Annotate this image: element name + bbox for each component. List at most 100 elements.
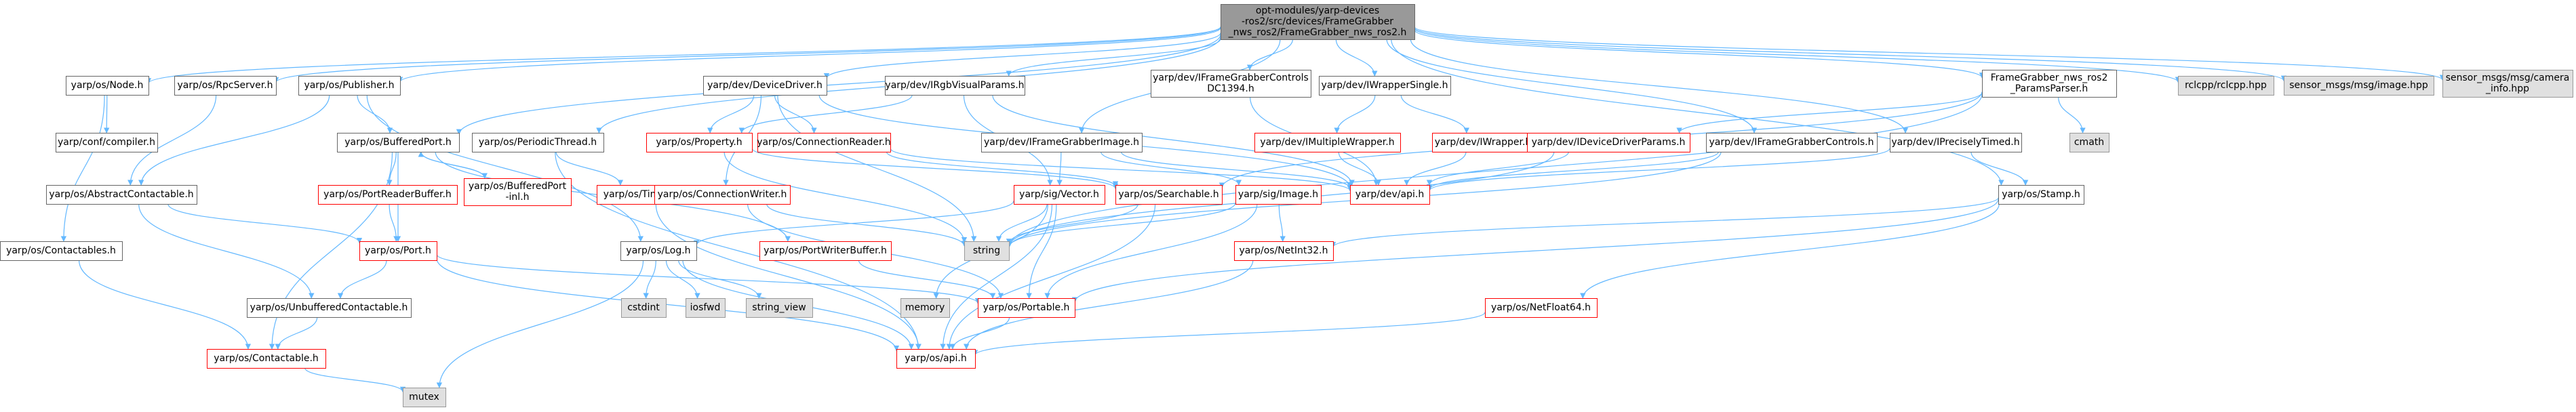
node-label: _nws_ros2/FrameGrabber_nws_ros2.h (1228, 27, 1407, 38)
node-root[interactable]: opt-modules/yarp-devices-ros2/src/device… (1221, 4, 1415, 40)
node-label: yarp/dev/IFrameGrabberControls (1153, 73, 1309, 83)
node-box (620, 241, 697, 261)
node-portreaderbuffer-h[interactable]: yarp/os/PortReaderBuffer.h (318, 185, 458, 205)
node-bufferedport-h[interactable]: yarp/os/BufferedPort.h (337, 133, 460, 152)
node-label: yarp/os/UnbufferedContactable.h (250, 302, 408, 313)
node-label: yarp/os/Node.h (71, 80, 144, 91)
node-portwriterbuffer-h[interactable]: yarp/os/PortWriterBuffer.h (759, 241, 892, 261)
node-log-h[interactable]: yarp/os/Log.h (620, 241, 697, 261)
node-box (746, 298, 813, 318)
node-box (66, 76, 149, 96)
node-image-h[interactable]: yarp/sig/Image.h (1235, 185, 1322, 205)
node-label: yarp/dev/DeviceDriver.h (707, 80, 823, 91)
edge-time-h-to-os-api-h (655, 203, 922, 350)
node-abstractcontactable-h[interactable]: yarp/os/AbstractContactable.h (46, 185, 197, 205)
node-label: sensor_msgs/msg/camera (2446, 73, 2570, 83)
node-box (654, 185, 791, 205)
edge-unbufferedcontactable-h-to-contactable-h (275, 316, 318, 350)
node-bufferedport-inl-h[interactable]: yarp/os/BufferedPort-inl.h (464, 178, 572, 206)
node-box (1432, 133, 1534, 152)
node-devicedriver-h[interactable]: yarp/dev/DeviceDriver.h (703, 76, 827, 96)
node-irgbvisualparams-h[interactable]: yarp/dev/IRgbVisualParams.h (885, 76, 1025, 96)
edge-iframegrabbercontrols-h-to-dev-api-h (1426, 151, 1719, 190)
node-connectionwriter-h[interactable]: yarp/os/ConnectionWriter.h (654, 185, 791, 205)
node-box (174, 76, 277, 96)
node-rclcpp-hpp: rclcpp/rclcpp.hpp (2178, 76, 2274, 96)
node-dev-api-h[interactable]: yarp/dev/api.h (1350, 185, 1430, 205)
node-iwrapper-h[interactable]: yarp/dev/IWrapper.h (1432, 133, 1534, 152)
edge-iframegrabberimage-h-to-vector-h (1056, 151, 1063, 186)
node-periodicthread-h[interactable]: yarp/os/PeriodicThread.h (472, 133, 604, 152)
node-iwrappersingle-h[interactable]: yarp/dev/IWrapperSingle.h (1319, 76, 1451, 96)
node-box (1014, 185, 1105, 205)
edge-root-to-irgbvisualparams-h (1006, 38, 1221, 77)
node-box (1998, 185, 2084, 205)
node-label: FrameGrabber_nws_ros2 (1991, 73, 2108, 83)
node-idevicedriverparams-h[interactable]: yarp/dev/IDeviceDriverParams.h (1527, 133, 1690, 152)
node-iframegrabberimage-h[interactable]: yarp/dev/IFrameGrabberImage.h (981, 133, 1143, 152)
node-netfloat64-h[interactable]: yarp/os/NetFloat64.h (1485, 298, 1598, 318)
node-publisher-h[interactable]: yarp/os/Publisher.h (298, 76, 401, 96)
edge-port-h-to-unbufferedcontactable-h (337, 260, 387, 299)
node-box (978, 298, 1075, 318)
edge-iwrappersingle-h-to-imultiplewrapper-h (1334, 94, 1376, 133)
node-box (247, 298, 412, 318)
edge-paramsparser-h-to-cmath (2058, 96, 2086, 133)
edge-portreaderbuffer-h-to-port-h (389, 203, 399, 242)
node-property-h[interactable]: yarp/os/Property.h (646, 133, 753, 152)
edge-log-h-to-string-view (678, 260, 762, 299)
edge-iframegrabberimage-h-to-dev-api-h (1120, 151, 1353, 189)
edge-root-to-ipreciselytimed-h (1410, 39, 1909, 133)
node-box (1982, 70, 2117, 98)
node-label: yarp/os/PortWriterBuffer.h (764, 245, 887, 256)
node-connectionreader-h[interactable]: yarp/os/ConnectionReader.h (757, 133, 891, 152)
node-os-api-h[interactable]: yarp/os/api.h (896, 349, 976, 369)
node-label: yarp/dev/IDeviceDriverParams.h (1532, 137, 1686, 148)
node-box (759, 241, 892, 261)
node-label: yarp/dev/IFrameGrabberControls.h (1709, 137, 1874, 148)
edge-log-h-to-cstdint (643, 260, 656, 299)
node-sensor-camerainfo-hpp: sensor_msgs/msg/camera_info.hpp (2442, 70, 2573, 98)
node-port-h[interactable]: yarp/os/Port.h (359, 241, 437, 261)
node-paramsparser-h[interactable]: FrameGrabber_nws_ros2_ParamsParser.h (1982, 70, 2117, 98)
node-box (1234, 241, 1334, 261)
node-ipreciselytimed-h[interactable]: yarp/dev/IPreciselyTimed.h (1890, 133, 2022, 152)
node-searchable-h[interactable]: yarp/os/Searchable.h (1115, 185, 1223, 205)
edge-ipreciselytimed-h-to-dev-api-h (1426, 148, 1890, 192)
edge-root-to-stamp-h (1391, 39, 2004, 186)
edge-bufferedport-inl-h-to-bufferedport-h (418, 151, 486, 179)
node-box (621, 298, 667, 318)
node-label: yarp/os/Publisher.h (304, 80, 394, 91)
node-portable-h[interactable]: yarp/os/Portable.h (978, 298, 1075, 318)
edge-searchable-h-to-os-api-h (946, 203, 1156, 350)
node-string-view: string_view (746, 298, 813, 318)
edge-abstractcontactable-h-to-unbufferedcontactable-h (138, 203, 315, 299)
node-label: yarp/os/Contactables.h (6, 245, 116, 256)
node-label: yarp/os/Property.h (656, 137, 742, 148)
edge-stamp-h-to-portable-h (1071, 199, 1999, 303)
node-node-h[interactable]: yarp/os/Node.h (66, 76, 149, 96)
node-stamp-h[interactable]: yarp/os/Stamp.h (1998, 185, 2084, 205)
edge-connectionwriter-h-to-string (766, 203, 968, 247)
node-unbufferedcontactable-h[interactable]: yarp/os/UnbufferedContactable.h (247, 298, 412, 318)
node-rpcserver-h[interactable]: yarp/os/RpcServer.h (174, 76, 277, 96)
node-compiler-h[interactable]: yarp/conf/compiler.h (56, 133, 158, 152)
node-label: yarp/dev/IMultipleWrapper.h (1260, 137, 1394, 148)
edge-devicedriver-h-to-property-h (707, 94, 755, 133)
node-box (1221, 4, 1415, 40)
node-contactables-h[interactable]: yarp/os/Contactables.h (0, 241, 123, 261)
node-box (1254, 133, 1401, 152)
node-netint32-h[interactable]: yarp/os/NetInt32.h (1234, 241, 1334, 261)
node-vector-h[interactable]: yarp/sig/Vector.h (1014, 185, 1105, 205)
node-box (318, 185, 458, 205)
edge-bufferedport-h-to-portreaderbuffer-h (387, 151, 397, 186)
node-imultiplewrapper-h[interactable]: yarp/dev/IMultipleWrapper.h (1254, 133, 1401, 152)
edge-root-to-iwrappersingle-h (1335, 39, 1378, 77)
edge-root-to-rpcserver-h (273, 26, 1221, 83)
node-contactable-h[interactable]: yarp/os/Contactable.h (207, 349, 326, 369)
node-iframegrabbercontrols-h[interactable]: yarp/dev/IFrameGrabberControls.h (1706, 133, 1878, 152)
edge-connectionreader-h-to-dev-api-h (890, 148, 1353, 192)
node-box (964, 241, 1010, 261)
